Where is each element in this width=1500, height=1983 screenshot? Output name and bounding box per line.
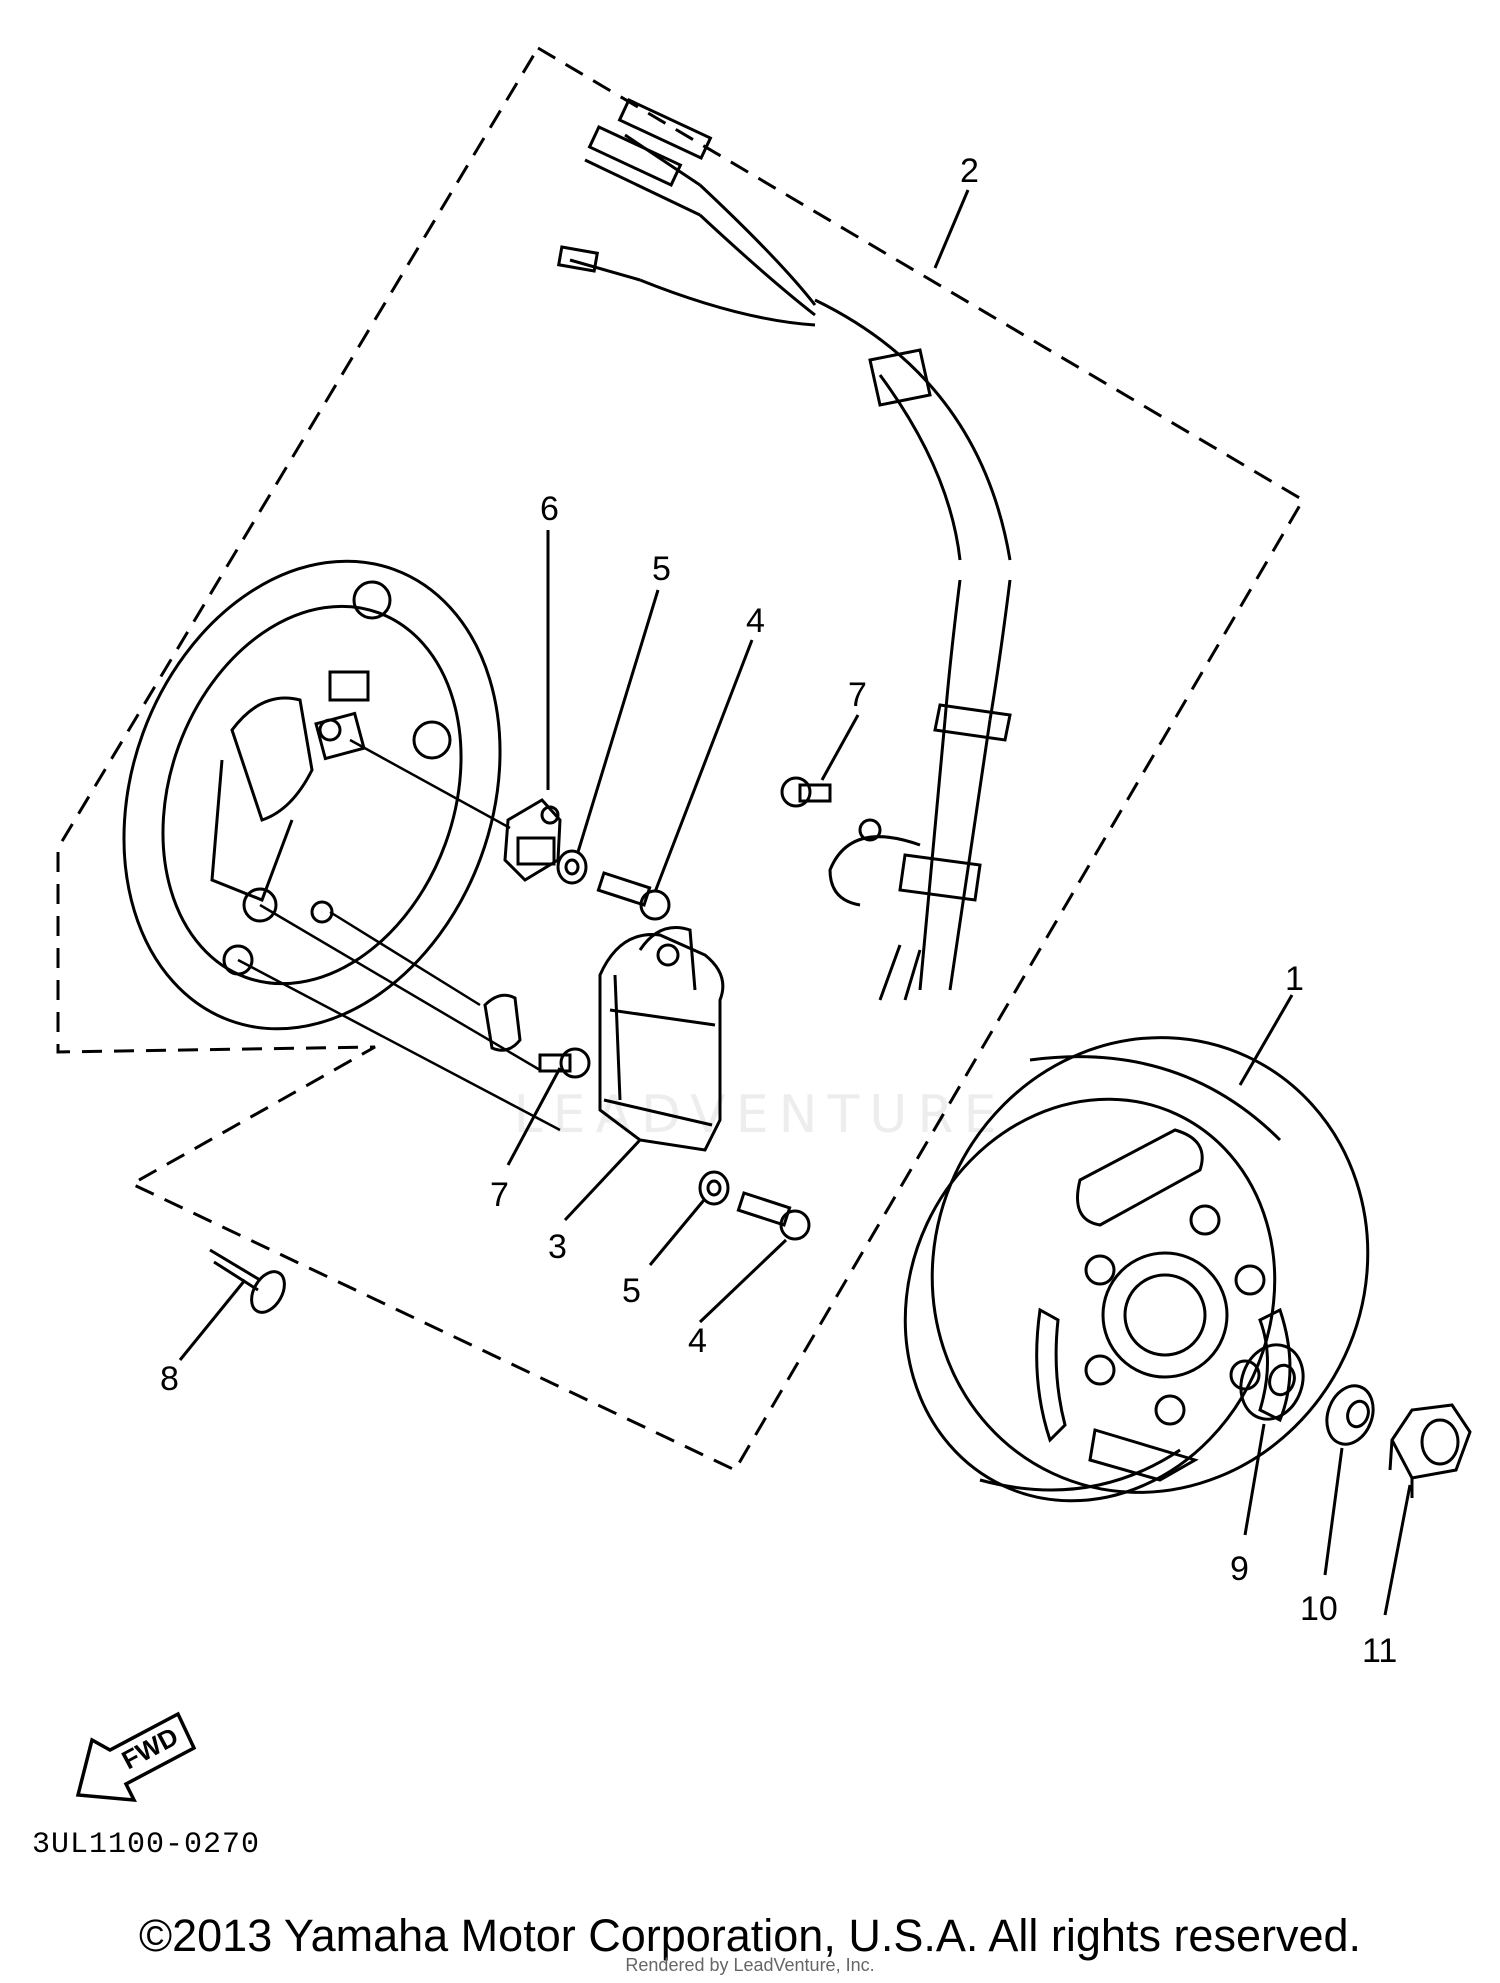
leadventure-watermark: LEADVENTURE — [513, 1085, 1007, 1145]
callout-7-right: 7 — [848, 676, 867, 714]
flywheel-rotor — [903, 1036, 1370, 1503]
charge-coil — [598, 926, 725, 1152]
wire-harness — [556, 98, 1012, 1001]
diagram-part-code: 3UL1100-0270 — [32, 1828, 261, 1862]
callout-10: 10 — [1300, 1590, 1338, 1628]
stator-base-plate — [122, 559, 502, 1031]
bracket-plate — [483, 993, 522, 1052]
callout-8: 8 — [160, 1360, 179, 1398]
callout-6: 6 — [540, 490, 559, 528]
lock-washer — [1325, 1384, 1375, 1446]
leader-lines — [178, 189, 1412, 1616]
fwd-direction-arrow: FWD — [75, 1711, 197, 1803]
copyright-notice: ©2013 Yamaha Motor Corporation, U.S.A. A… — [138, 1910, 1362, 1961]
callout-5-upper: 5 — [652, 550, 671, 588]
callout-2: 2 — [960, 152, 979, 190]
callout-7-left: 7 — [490, 1176, 509, 1214]
small-screw-left — [538, 1047, 591, 1079]
assembly-dashed-outline — [56, 46, 1306, 1472]
callout-4-upper: 4 — [746, 602, 765, 640]
callout-4-lower: 4 — [688, 1322, 707, 1360]
hex-nut — [1388, 1403, 1472, 1498]
callout-3: 3 — [548, 1228, 567, 1266]
rendered-by-credit: Rendered by LeadVenture, Inc. — [625, 1955, 875, 1975]
callout-9: 9 — [1230, 1550, 1249, 1588]
washer-lower — [698, 1170, 730, 1206]
callout-11: 11 — [1362, 1632, 1397, 1670]
callout-1: 1 — [1285, 960, 1304, 998]
washer-upper — [556, 849, 588, 885]
callout-5-lower: 5 — [622, 1272, 641, 1310]
alignment-lines — [237, 738, 561, 1132]
pulser-coil — [503, 798, 562, 882]
flat-washer — [1239, 1343, 1305, 1421]
mounting-screw — [209, 1248, 286, 1314]
screw-lower — [736, 1191, 811, 1241]
small-screw-right — [780, 776, 832, 808]
